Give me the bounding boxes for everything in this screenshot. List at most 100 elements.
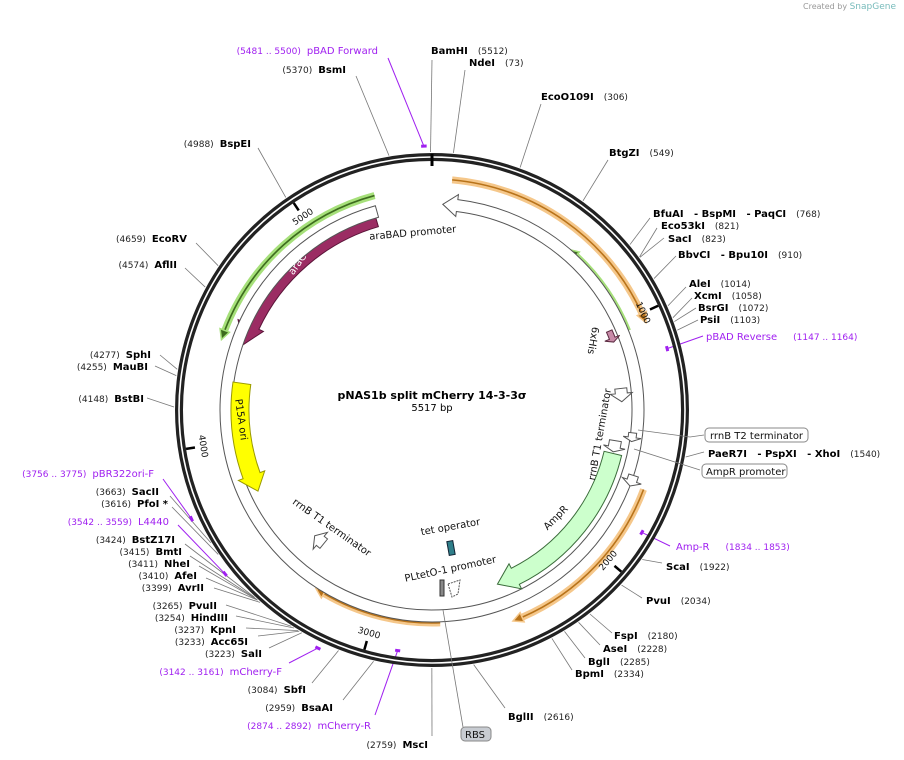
site-position: (73) (505, 59, 523, 69)
orf-arc-ampr-head (511, 611, 526, 623)
site-label[interactable]: Eco53kI(821) (661, 221, 739, 232)
site-label[interactable]: NdeI(73) (469, 58, 524, 69)
site-position: (3254) (155, 614, 185, 624)
orf-arc-top-right-line (452, 179, 643, 314)
site-position: (4574) (118, 261, 148, 271)
site-label[interactable]: (3399)AvrII (142, 583, 204, 594)
site-label[interactable]: (3424)BstZ17I (96, 535, 175, 546)
site-name: BstBI (114, 394, 144, 405)
site-label[interactable]: AseI (2228) (603, 644, 667, 655)
site-label[interactable]: BglI(2285) (588, 657, 650, 668)
site-label[interactable]: ScaI(1922) (666, 562, 730, 573)
site-line (653, 255, 677, 279)
site-label[interactable]: (3411)NheI (128, 559, 190, 570)
site-label[interactable]: (2959)BsaAI (265, 703, 333, 714)
site-line (674, 307, 697, 322)
site-name: SbfI (284, 685, 306, 696)
credit-prefix: Created by (803, 2, 848, 11)
site-line (639, 227, 658, 258)
site-name: XcmI (694, 291, 722, 302)
site-label[interactable]: BpmI(2334) (575, 669, 644, 680)
site-label[interactable]: PsiI(1103) (700, 315, 760, 326)
site-line (245, 627, 299, 632)
site-position: (1103) (730, 316, 760, 326)
site-line (154, 365, 177, 377)
site-position: (2228) (637, 645, 667, 655)
site-label[interactable]: (4659)EcoRV (116, 234, 187, 245)
site-line (582, 159, 609, 202)
site-label[interactable]: BfuAI - BspMI - PaqCI(768) (653, 209, 820, 220)
site-label[interactable]: FspI(2180) (614, 631, 678, 642)
site-line (268, 632, 302, 649)
site-label[interactable]: BbvCI - Bpu10I(910) (678, 250, 802, 261)
site-line (184, 267, 206, 288)
site-label[interactable]: SacI(823) (668, 234, 726, 245)
rrnb-t2-box (704, 427, 809, 443)
primer-label[interactable]: (3756 .. 3775)pBR322ori-F (22, 469, 154, 480)
site-position: (4255) (77, 363, 107, 373)
site-label[interactable]: (4277)SphI (90, 350, 151, 361)
site-label[interactable]: BtgZI(549) (609, 148, 674, 159)
site-position: (768) (796, 210, 820, 220)
rbs-box (460, 726, 492, 742)
site-position: (823) (702, 235, 726, 245)
site-label[interactable]: (3415)BmtI (120, 547, 182, 558)
site-label[interactable]: (3254)HindIII (155, 613, 228, 624)
site-name: BsmI (318, 65, 346, 76)
site-label[interactable]: (3084)SbfI (248, 685, 306, 696)
site-label[interactable]: (3663)SacII (96, 487, 159, 498)
site-label[interactable]: (3237)KpnI (174, 625, 236, 636)
site-label[interactable]: (5370) BsmI (282, 65, 346, 76)
site-name: NheI (164, 559, 190, 570)
site-label[interactable]: AleI(1014) (689, 279, 751, 290)
site-label[interactable]: (4255) MauBI (77, 362, 148, 373)
site-line (171, 506, 219, 555)
site-position: (5512) (478, 47, 508, 57)
site-label[interactable]: EcoO109I(306) (541, 92, 628, 103)
site-name: MauBI (113, 362, 148, 373)
site-position: (2759) (367, 741, 397, 751)
site-position: (3415) (120, 548, 150, 558)
primer-label[interactable]: pBAD Reverse(1147 .. 1164) (706, 332, 857, 343)
site-position: (5370) (282, 66, 312, 76)
site-label[interactable]: BamHI(5512) (431, 46, 508, 57)
site-label[interactable]: (2759)MscI (367, 740, 429, 751)
ampr-promoter-label: AmpR promoter (706, 467, 786, 478)
translation-arc-left-line (223, 194, 375, 331)
site-label[interactable]: (4988)BspEI (184, 139, 251, 150)
site-label[interactable]: (3265)PvuII (153, 601, 217, 612)
translation-arc-left-head (219, 327, 231, 342)
primer-label[interactable]: (2874 .. 2892)mCherry-R (247, 721, 371, 732)
site-label[interactable]: (3410)AfeI (138, 571, 197, 582)
site-label[interactable]: XcmI (1058) (694, 291, 762, 302)
site-line (235, 615, 295, 629)
site-label[interactable]: PaeR7I - PspXI - XhoI(1540) (708, 449, 880, 460)
site-position: (2034) (681, 597, 711, 607)
site-line (519, 103, 542, 168)
site-label[interactable]: BglII(2616) (508, 712, 574, 723)
tet-operator-label: tet operator (420, 517, 482, 538)
site-label[interactable]: (4574)AflII (118, 260, 177, 271)
primer-label[interactable]: (3142 .. 3161)mCherry-F (159, 667, 282, 678)
site-position: (1058) (732, 292, 762, 302)
features (188, 144, 670, 653)
site-position: (3233) (175, 638, 205, 648)
site-name: AseI (603, 644, 627, 655)
ampr-promoter-box (701, 463, 788, 479)
primer-label[interactable]: (5481 .. 5500)pBAD Forward (237, 46, 378, 57)
site-label[interactable]: (3233)Acc65I (175, 637, 248, 648)
site-label[interactable]: (3616)PfoI * (101, 499, 169, 510)
site-label[interactable]: BsrGI(1072) (698, 303, 768, 314)
primer-label[interactable]: (3542 .. 3559)L4440 (68, 517, 169, 528)
snapgene-logo: SnapGene (849, 2, 896, 12)
snapgene-credit: Created by SnapGene (803, 2, 896, 12)
site-label[interactable]: (4148)BstBI (78, 394, 144, 405)
site-position: (2180) (648, 632, 678, 642)
site-label[interactable]: PvuI(2034) (646, 596, 711, 607)
primer-label[interactable]: Amp-R(1834 .. 1853) (676, 542, 790, 553)
site-label[interactable]: (3223)SalI (205, 649, 262, 660)
site-position: (3399) (142, 584, 172, 594)
tet-operator-feature (446, 540, 456, 556)
rrnb-t1-terminator-left-arrow (312, 531, 329, 551)
site-line (205, 577, 258, 601)
